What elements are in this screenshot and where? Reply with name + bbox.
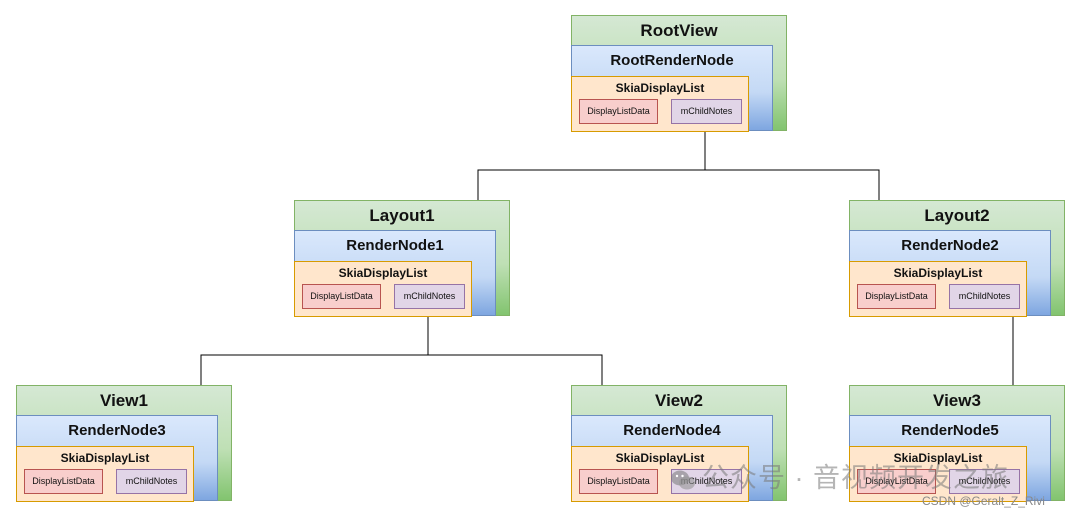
- display-list-title: SkiaDisplayList: [615, 81, 705, 95]
- render-node-box: RenderNode3 SkiaDisplayList DisplayListD…: [16, 415, 218, 502]
- node-rootview: RootView RootRenderNode SkiaDisplayList …: [571, 15, 787, 132]
- display-list-box: SkiaDisplayList DisplayListData mChildNo…: [571, 446, 749, 502]
- view-title: RootView: [640, 21, 718, 40]
- display-list-box: SkiaDisplayList DisplayListData mChildNo…: [849, 446, 1027, 502]
- render-node-box: RenderNode4 SkiaDisplayList DisplayListD…: [571, 415, 773, 502]
- display-list-box: SkiaDisplayList DisplayListData mChildNo…: [849, 261, 1027, 317]
- display-list-box: SkiaDisplayList DisplayListData mChildNo…: [16, 446, 194, 502]
- node-layout1: Layout1 RenderNode1 SkiaDisplayList Disp…: [294, 200, 510, 317]
- render-node-title: RenderNode1: [346, 237, 444, 254]
- display-list-title: SkiaDisplayList: [338, 266, 428, 280]
- render-node-title: RenderNode3: [68, 422, 166, 439]
- render-node-box: RenderNode1 SkiaDisplayList DisplayListD…: [294, 230, 496, 317]
- render-node-title: RootRenderNode: [610, 52, 734, 69]
- wechat-icon: [671, 470, 695, 490]
- display-list-title: SkiaDisplayList: [893, 451, 983, 465]
- node-layout2: Layout2 RenderNode2 SkiaDisplayList Disp…: [849, 200, 1065, 317]
- node-view1: View1 RenderNode3 SkiaDisplayList Displa…: [16, 385, 232, 502]
- view-title: View2: [655, 391, 703, 410]
- edge-layout1-view1: [197, 309, 429, 415]
- node-view3: View3 RenderNode5 SkiaDisplayList Displa…: [849, 385, 1065, 502]
- edge-root-layout1: [474, 125, 706, 230]
- child-notes: mChildNotes: [949, 469, 1020, 494]
- render-node-title: RenderNode5: [901, 422, 999, 439]
- display-list-data: DisplayListData: [857, 284, 936, 309]
- display-list-box: SkiaDisplayList DisplayListData mChildNo…: [294, 261, 472, 317]
- child-notes: mChildNotes: [116, 469, 187, 494]
- display-list-title: SkiaDisplayList: [60, 451, 150, 465]
- credit-text: CSDN @Geralt_Z_Rivi: [922, 494, 1045, 508]
- display-list-box: SkiaDisplayList DisplayListData mChildNo…: [571, 76, 749, 132]
- display-list-data: DisplayListData: [24, 469, 103, 494]
- render-node-box: RootRenderNode SkiaDisplayList DisplayLi…: [571, 45, 773, 132]
- child-notes: mChildNotes: [949, 284, 1020, 309]
- render-node-box: RenderNode2 SkiaDisplayList DisplayListD…: [849, 230, 1051, 317]
- display-list-data: DisplayListData: [302, 284, 381, 309]
- view-title: View3: [933, 391, 981, 410]
- display-list-title: SkiaDisplayList: [893, 266, 983, 280]
- display-list-data: DisplayListData: [857, 469, 936, 494]
- display-list-title: SkiaDisplayList: [615, 451, 705, 465]
- watermark: 公众号 · 音视频开发之旅: [670, 456, 1009, 495]
- node-view2: View2 RenderNode4 SkiaDisplayList Displa…: [571, 385, 787, 502]
- render-node-title: RenderNode4: [623, 422, 721, 439]
- view-title: Layout2: [924, 206, 990, 225]
- display-list-data: DisplayListData: [579, 99, 658, 124]
- child-notes: mChildNotes: [394, 284, 465, 309]
- child-notes: mChildNotes: [671, 99, 742, 124]
- watermark-text: 公众号 · 音视频开发之旅: [702, 463, 1009, 493]
- render-node-box: RenderNode5 SkiaDisplayList DisplayListD…: [849, 415, 1051, 502]
- view-title: Layout1: [369, 206, 435, 225]
- display-list-data: DisplayListData: [579, 469, 658, 494]
- view-title: View1: [100, 391, 148, 410]
- render-node-title: RenderNode2: [901, 237, 999, 254]
